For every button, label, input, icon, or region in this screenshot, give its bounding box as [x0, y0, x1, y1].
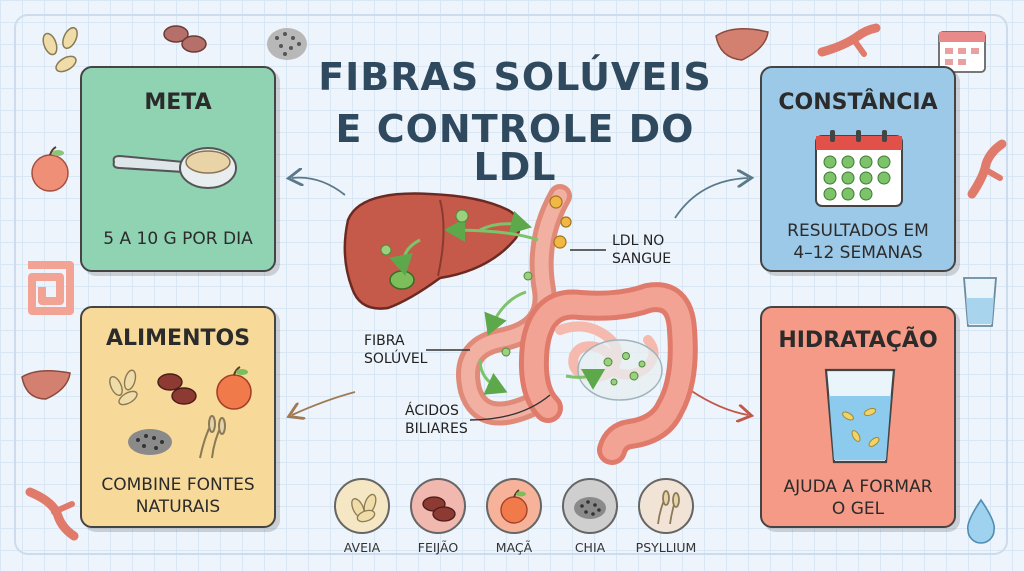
soluble-fiber-label-line2: SOLÚVEL	[364, 351, 428, 367]
chia-chip-icon	[574, 497, 606, 519]
ldl-label: LDL NO SANGUE	[612, 232, 671, 268]
liver	[343, 192, 521, 310]
chia-icon	[128, 429, 172, 455]
goal-card: META 5 A 10 G POR DIA	[80, 66, 276, 272]
foods-text-line2: NATURAIS	[135, 497, 221, 517]
psyllium-chip-icon	[657, 490, 680, 525]
blood-vessel-icon	[25, 487, 79, 541]
bean-chip-icon	[422, 496, 456, 522]
soluble-fiber-label: FIBRA SOLÚVEL	[364, 332, 427, 368]
food-label: MAÇÃ	[495, 540, 533, 555]
water-glass-icon	[963, 277, 997, 327]
arrow-to-hydration	[689, 389, 748, 415]
bean-icon	[157, 373, 197, 405]
food-label: FEIJÃO	[417, 540, 459, 555]
apple-chip	[486, 478, 542, 534]
intestine-icon	[28, 261, 74, 315]
arrow-to-foods	[292, 391, 356, 415]
psyllium-icon	[199, 415, 226, 459]
hydration-text-line1: AJUDA A FORMAR	[783, 477, 933, 497]
consistency-heading: CONSTÂNCIA	[778, 90, 938, 115]
apple-chip-icon	[500, 489, 528, 524]
blood-vessel-icon	[967, 139, 1007, 199]
goal-heading: META	[144, 90, 212, 115]
consistency-card: CONSTÂNCIA RESULTADOS EM 4–12 SEMANAS	[760, 66, 956, 272]
hydration-card: HIDRATAÇÃO AJUDA A FORMAR O GEL	[760, 306, 956, 528]
chia-seeds-icon	[267, 28, 307, 60]
food-label: CHIA	[574, 540, 606, 555]
foods-heading: ALIMENTOS	[105, 326, 251, 351]
hydration-heading: HIDRATAÇÃO	[778, 328, 938, 353]
oat-chip	[334, 478, 390, 534]
page-title: FIBRAS SOLÚVEIS	[318, 55, 712, 99]
fiber-flow-arrows	[389, 210, 606, 395]
apple-icon	[31, 146, 69, 192]
digestive-system-illustration	[343, 184, 698, 465]
foods-card: ALIMENTOS	[80, 306, 276, 528]
ldl-label-line1: LDL NO	[612, 233, 665, 249]
bile-acids-label-line2: BILIARES	[405, 421, 468, 437]
apple-food-icon	[216, 366, 252, 410]
bean-chip	[410, 478, 466, 534]
food-label: AVEIA	[343, 540, 381, 555]
goal-text: 5 A 10 G POR DIA	[103, 229, 253, 249]
liver-icon	[715, 28, 769, 61]
psyllium-chip	[638, 478, 694, 534]
page-frame	[14, 14, 1008, 555]
bile-acids-label: ÁCIDOS BILIARES	[405, 402, 468, 438]
chia-chip	[562, 478, 618, 534]
ldl-particles	[549, 195, 572, 249]
calendar-check-icon	[815, 130, 903, 207]
water-glass-icon	[824, 368, 896, 464]
bile-acids-label-line1: ÁCIDOS	[405, 403, 459, 419]
arrow-to-consistency	[674, 178, 748, 219]
consistency-text-line1: RESULTADOS EM	[787, 221, 929, 241]
ldl-label-line2: SANGUE	[612, 251, 672, 267]
calendar-icon	[938, 31, 986, 73]
oat-icon	[109, 369, 138, 406]
liver-icon	[21, 370, 71, 400]
water-drop-icon	[966, 498, 996, 544]
oat-chip-icon	[351, 493, 377, 523]
oat-grains-icon	[42, 26, 78, 73]
consistency-text-line2: 4–12 SEMANAS	[793, 243, 923, 263]
page-title-line2: E CONTROLE DO LDL	[335, 107, 695, 189]
hydration-text-line2: O GEL	[831, 499, 885, 519]
food-items-icon	[109, 366, 252, 459]
measuring-spoon-icon	[112, 147, 237, 189]
soluble-fiber-label-line1: FIBRA	[364, 333, 405, 349]
arrow-to-goal	[292, 178, 346, 196]
blood-vessel-icon	[817, 23, 881, 57]
beans-icon	[163, 25, 207, 53]
foods-text-line1: COMBINE FONTES	[101, 475, 255, 495]
food-label: PSYLLIUM	[635, 540, 697, 555]
